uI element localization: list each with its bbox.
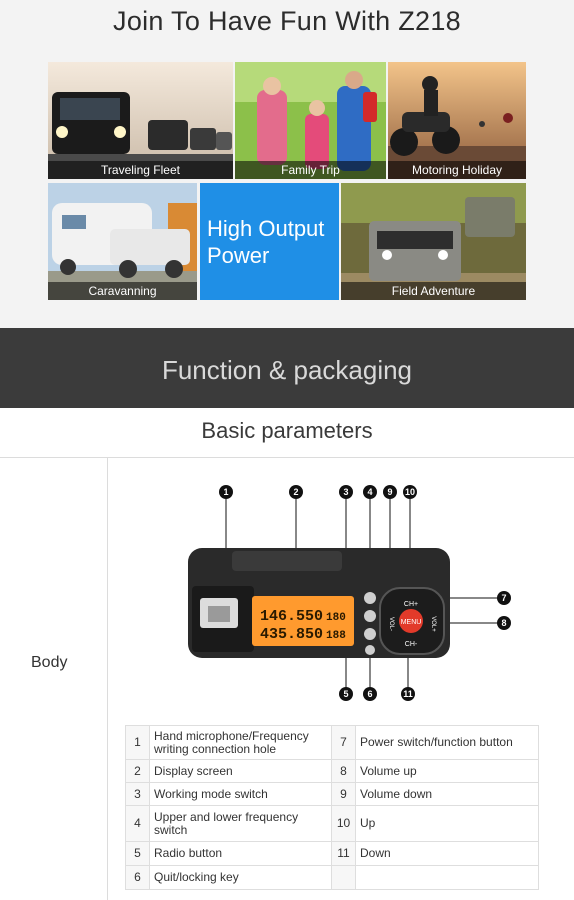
cell-num: 7: [331, 725, 356, 760]
table-row: 2 Display screen 8 Volume up: [125, 759, 539, 783]
function-packaging-band: Function & packaging: [0, 328, 574, 408]
vol-left-label: VOL-: [388, 617, 394, 631]
column-divider: [107, 457, 108, 900]
table-row: 4 Upper and lower frequency switch 10 Up: [125, 805, 539, 842]
ch-down-label: CH-: [405, 641, 418, 648]
callout-5: 5: [343, 689, 348, 699]
tile-caption: Field Adventure: [341, 282, 526, 300]
radio-diagram: 146.550 435.850 180 188 MENU CH+ CH- VOL…: [108, 458, 574, 720]
callout-6: 6: [367, 689, 372, 699]
tile-field-adventure: Field Adventure: [341, 183, 526, 300]
callout-10: 10: [405, 487, 415, 497]
cell-num: 3: [125, 782, 150, 806]
cell-num: 4: [125, 805, 150, 842]
cell-desc: [355, 865, 539, 890]
cell-desc: Hand microphone/Frequency writing connec…: [149, 725, 332, 760]
tile-traveling-fleet: Traveling Fleet: [48, 62, 233, 179]
tile-caption: Caravanning: [48, 282, 197, 300]
cell-desc: Quit/locking key: [149, 865, 332, 890]
lcd-freq1: 146.550: [260, 608, 323, 625]
tile-caption: Motoring Holiday: [388, 161, 526, 179]
cell-desc: Display screen: [149, 759, 332, 783]
promo-section: Join To Have Fun With Z218 Traveling Fle…: [0, 0, 574, 328]
cell-desc: Volume up: [355, 759, 539, 783]
cell-desc: Upper and lower frequency switch: [149, 805, 332, 842]
section-divider: [0, 457, 574, 458]
tile-family-trip: Family Trip: [235, 62, 386, 179]
menu-label: MENU: [401, 619, 422, 626]
field-adventure-photo: [341, 183, 526, 300]
vol-right-label: VOL+: [430, 616, 436, 632]
spec-table: 1 Hand microphone/Frequency writing conn…: [125, 725, 539, 890]
callout-11: 11: [403, 689, 413, 699]
tile-caption: Traveling Fleet: [48, 161, 233, 179]
cell-num: 5: [125, 841, 150, 866]
callout-2: 2: [293, 487, 298, 497]
hero-line1: High Output: [207, 216, 325, 241]
cell-num: 11: [331, 841, 356, 866]
lcd-ch2: 188: [326, 630, 346, 642]
cell-num: 1: [125, 725, 150, 760]
callout-4: 4: [367, 487, 372, 497]
callout-3: 3: [343, 487, 348, 497]
body-label: Body: [31, 654, 68, 671]
cell-desc: Volume down: [355, 782, 539, 806]
promo-title: Join To Have Fun With Z218: [113, 6, 461, 36]
table-row: 5 Radio button 11 Down: [125, 841, 539, 866]
cell-desc: Working mode switch: [149, 782, 332, 806]
tile-caravanning: Caravanning: [48, 183, 197, 300]
button-4[interactable]: [364, 592, 376, 604]
cell-desc: Power switch/function button: [355, 725, 539, 760]
callout-7: 7: [501, 593, 506, 603]
tile-caption: Family Trip: [235, 161, 386, 179]
family-trip-photo: [235, 62, 386, 179]
callout-1: 1: [223, 487, 228, 497]
lcd-ch1: 180: [326, 612, 346, 624]
callout-8: 8: [501, 618, 506, 628]
table-row: 6 Quit/locking key: [125, 865, 539, 890]
cell-num: 6: [125, 865, 150, 890]
button-6[interactable]: [365, 645, 375, 655]
cell-num: 8: [331, 759, 356, 783]
button-5[interactable]: [364, 628, 376, 640]
table-row: 3 Working mode switch 9 Volume down: [125, 782, 539, 806]
cell-num: 10: [331, 805, 356, 842]
button-3[interactable]: [364, 610, 376, 622]
table-row: 1 Hand microphone/Frequency writing conn…: [125, 725, 539, 760]
lcd-freq2: 435.850: [260, 626, 323, 643]
cell-num: 9: [331, 782, 356, 806]
band-title: Function & packaging: [161, 355, 413, 385]
cell-desc: Down: [355, 841, 539, 866]
cell-desc: Radio button: [149, 841, 332, 866]
hero-line2: Power: [207, 243, 270, 268]
cell-num: 2: [125, 759, 150, 783]
ch-up-label: CH+: [404, 601, 418, 608]
basic-parameters-title: Basic parameters: [201, 418, 373, 443]
callout-9: 9: [387, 487, 392, 497]
cell-desc: Up: [355, 805, 539, 842]
tile-motoring-holiday: Motoring Holiday: [388, 62, 526, 179]
radio-grille: [232, 551, 342, 571]
menu-button[interactable]: [399, 609, 423, 633]
cell-num: [331, 865, 356, 890]
lcd-screen: [252, 596, 354, 646]
radio-illustration: 146.550 435.850 180 188 MENU CH+ CH- VOL…: [188, 485, 511, 701]
